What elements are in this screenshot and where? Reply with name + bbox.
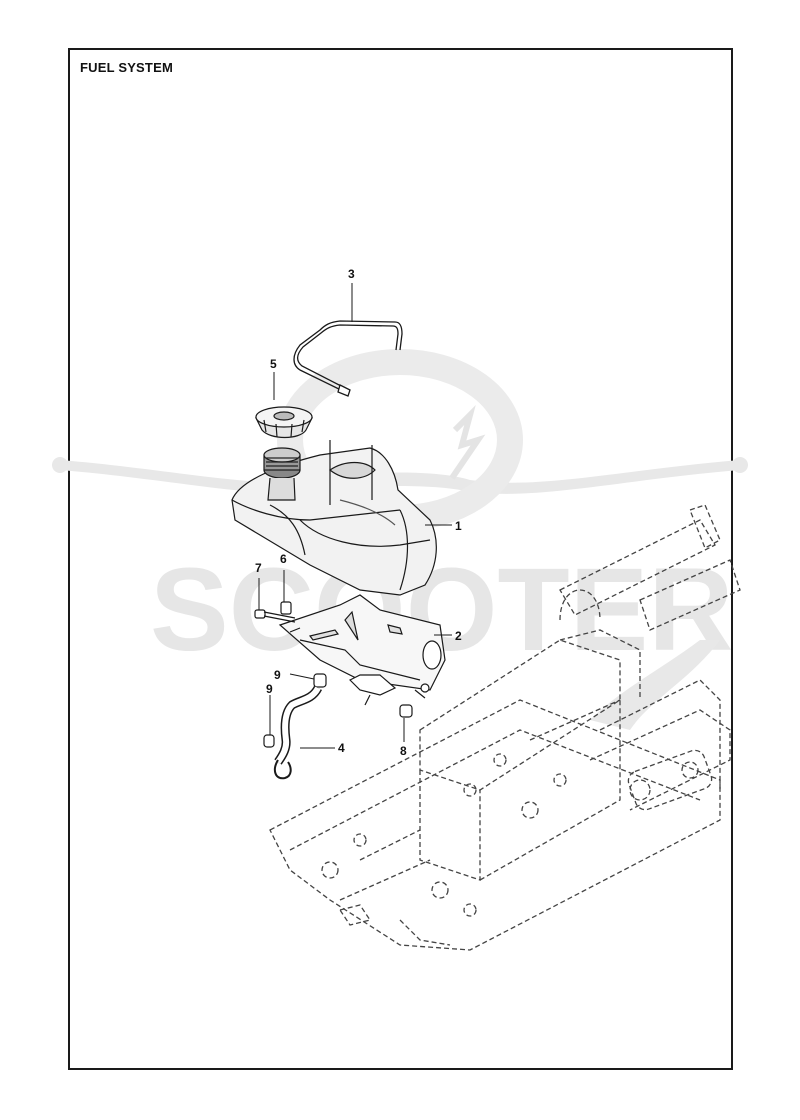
callout-2: 2 — [455, 629, 462, 643]
callout-4: 4 — [338, 741, 345, 755]
callout-7: 7 — [255, 561, 262, 575]
watermark: SCOOTER — [52, 349, 748, 730]
callout-6: 6 — [280, 552, 287, 566]
leader-lines — [258, 283, 452, 749]
fuel-cap — [255, 406, 313, 439]
page-title: FUEL SYSTEM — [80, 60, 173, 75]
nut — [280, 601, 292, 615]
fuel-hose — [263, 673, 327, 780]
vent-tube — [293, 320, 403, 397]
filler-neck — [263, 447, 301, 501]
callout-3: 3 — [348, 267, 355, 281]
callout-9-lower: 9 — [266, 682, 273, 696]
callouts: 1 2 3 4 5 6 7 8 9 9 — [255, 267, 462, 758]
callout-9-upper: 9 — [274, 668, 281, 682]
diagram-frame — [68, 48, 733, 1070]
bolt — [254, 609, 296, 623]
tank-bracket — [278, 594, 446, 706]
tractor-frame — [269, 504, 741, 951]
callout-5: 5 — [270, 357, 277, 371]
callout-8: 8 — [400, 744, 407, 758]
frame-nut — [399, 704, 413, 718]
callout-1: 1 — [455, 519, 462, 533]
